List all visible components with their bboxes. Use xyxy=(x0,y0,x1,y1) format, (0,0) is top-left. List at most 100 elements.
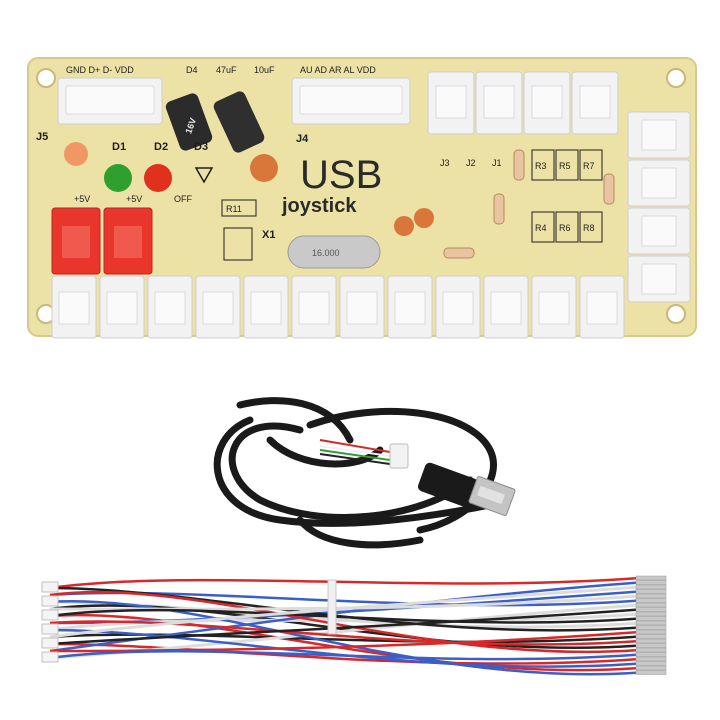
diode-d3 xyxy=(194,167,214,184)
r11-label: R11 xyxy=(226,204,242,214)
electrolytic-capacitor-1: 16V xyxy=(165,93,213,151)
ceramic-capacitor-3 xyxy=(414,208,434,228)
right-column-connectors xyxy=(627,111,691,303)
usb-wire-ends xyxy=(319,439,391,465)
d4-label: D4 xyxy=(186,65,198,75)
cap2-value: 10uF xyxy=(254,65,275,75)
j4-pin-labels: AU AD AR AL VDD xyxy=(300,65,376,75)
mount-hole-bottom-right xyxy=(666,304,686,324)
mount-hole-top-right xyxy=(666,68,686,88)
wire-terminal xyxy=(635,584,667,590)
harness-wire xyxy=(49,630,641,653)
off-label: OFF xyxy=(174,194,192,204)
resistor-r2 xyxy=(493,193,505,225)
harness-wire xyxy=(49,594,641,611)
svg-text:R5: R5 xyxy=(559,161,571,171)
wire-terminal xyxy=(635,638,667,644)
ceramic-capacitor-2 xyxy=(394,216,414,236)
resistor-r9 xyxy=(603,173,615,205)
svg-text:R7: R7 xyxy=(583,161,595,171)
harness-connector xyxy=(41,651,59,663)
wire-terminal xyxy=(635,598,667,603)
wire-terminal xyxy=(635,616,667,621)
j2-label: J2 xyxy=(466,158,476,168)
j3-label: J3 xyxy=(440,158,450,168)
crystal-oscillator: 16.000 xyxy=(287,235,381,269)
resistor-r1 xyxy=(513,149,525,181)
harness-wire xyxy=(49,650,641,661)
wire-terminal xyxy=(635,661,667,666)
usb-cable xyxy=(213,397,497,549)
wire-terminal xyxy=(635,607,667,612)
wire-terminal xyxy=(635,656,667,662)
plus5v-right-label: +5V xyxy=(126,194,142,204)
svg-text:R4: R4 xyxy=(535,223,547,233)
wire-terminal xyxy=(635,620,667,626)
d2-label: D2 xyxy=(154,141,168,153)
wire-terminal xyxy=(635,575,667,581)
harness-wire xyxy=(49,608,641,624)
svg-text:R8: R8 xyxy=(583,223,595,233)
board-title: USB xyxy=(300,153,382,197)
harness-wire xyxy=(49,576,641,590)
wire-terminal xyxy=(635,643,667,648)
usb-encoder-board: GND D+ D- VDD J5 AU AD AR AL VDD J4 D4 4… xyxy=(27,57,697,339)
cap1-value: 47uF xyxy=(216,65,237,75)
wire-terminal xyxy=(635,647,667,653)
harness-connector xyxy=(41,609,59,621)
svg-text:16.000: 16.000 xyxy=(312,248,340,258)
harness-connector xyxy=(41,595,59,607)
electrolytic-capacitor-2 xyxy=(213,91,265,153)
mount-hole-top-left xyxy=(36,68,56,88)
svg-text:R6: R6 xyxy=(559,223,571,233)
top-right-connectors xyxy=(427,71,619,135)
j4-label: J4 xyxy=(296,133,309,145)
plus5v-left-label: +5V xyxy=(74,194,90,204)
svg-text:R3: R3 xyxy=(535,161,547,171)
wire-terminal xyxy=(635,602,667,608)
wire-terminal xyxy=(635,629,667,635)
usb-a-plug xyxy=(417,462,516,516)
harness-wire xyxy=(49,600,641,676)
wire-terminal xyxy=(635,652,667,657)
board-subtitle: joystick xyxy=(281,195,357,217)
wire-terminal xyxy=(635,593,667,599)
j5-pin-labels: GND D+ D- VDD xyxy=(66,65,134,75)
harness-wire xyxy=(49,585,641,639)
harness-wire xyxy=(49,642,641,665)
wire-terminal xyxy=(635,580,667,585)
resistor-grid: R3 R5 R7 R4 R6 R8 xyxy=(531,149,603,243)
harness-wire xyxy=(49,604,641,649)
j1-label: J1 xyxy=(492,158,502,168)
wire-terminal xyxy=(635,611,667,617)
harness-connector xyxy=(41,623,59,635)
bottom-row-connectors xyxy=(51,275,625,339)
ceramic-capacitor xyxy=(250,154,278,182)
wire-terminal xyxy=(635,634,667,639)
j5-label: J5 xyxy=(36,131,48,143)
cable-tie xyxy=(327,579,337,635)
d1-label: D1 xyxy=(112,141,126,153)
usb-cable-connector-housing xyxy=(389,443,409,469)
wire-terminal xyxy=(635,670,667,675)
x1-label: X1 xyxy=(262,229,275,241)
harness-wire xyxy=(49,620,641,646)
harness-connector xyxy=(41,637,59,649)
harness-wire xyxy=(49,628,641,668)
harness-connector xyxy=(41,581,59,593)
d3-label: D3 xyxy=(194,141,208,153)
resistor-array xyxy=(223,227,253,261)
wire-terminal xyxy=(635,625,667,630)
wire-harness xyxy=(41,575,667,676)
fuse-component xyxy=(64,142,88,166)
led-green xyxy=(104,164,132,192)
harness-wire xyxy=(49,590,641,654)
harness-wire xyxy=(49,608,641,646)
wire-terminal xyxy=(635,665,667,671)
led-red xyxy=(144,164,172,192)
wire-terminal xyxy=(635,589,667,594)
harness-wire xyxy=(49,613,641,672)
harness-wire xyxy=(49,586,641,632)
resistor-small xyxy=(443,247,475,259)
